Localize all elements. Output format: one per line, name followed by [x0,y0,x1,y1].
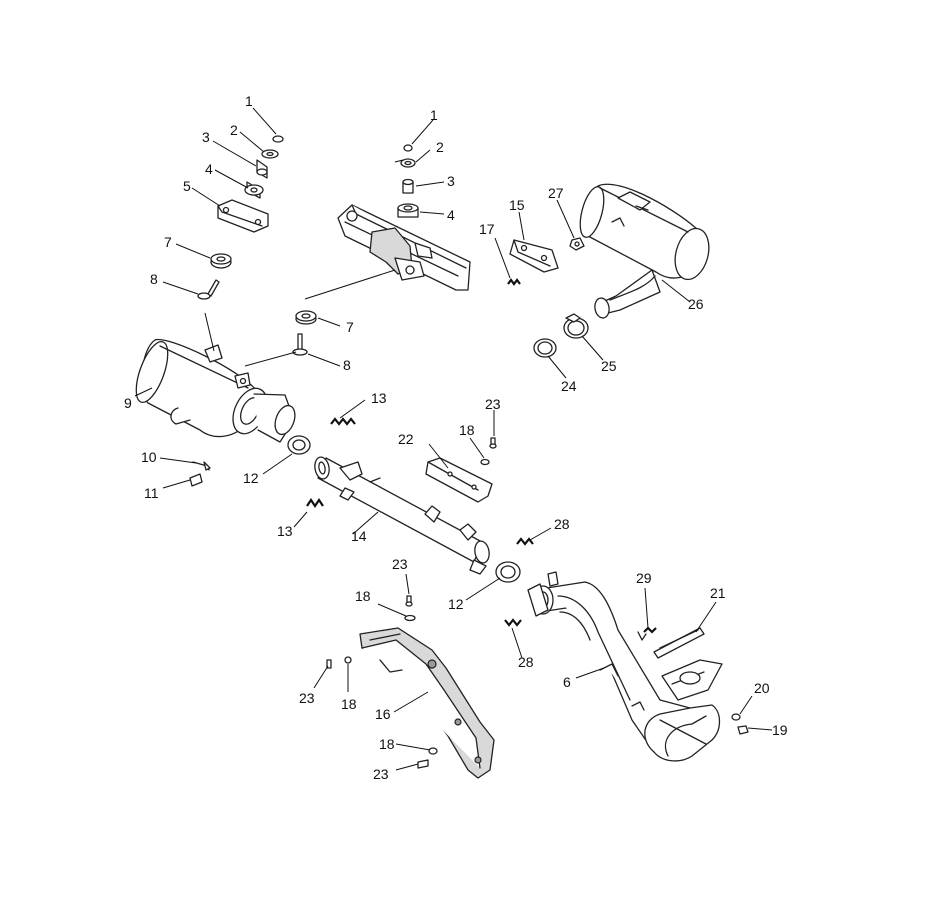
gasket-right [495,561,521,583]
callout-8b: 8 [343,357,351,373]
callout-23a: 23 [485,396,501,412]
callout-25: 25 [601,358,617,374]
callout-7a: 7 [164,234,172,250]
muffler-left [135,312,296,443]
callout-18d: 18 [379,736,395,752]
bracket-15 [509,239,559,273]
callout-23c: 23 [299,690,315,706]
callout-12a: 12 [243,470,259,486]
callout-16: 16 [375,706,391,722]
callout-19: 19 [772,722,788,738]
callout-5: 5 [183,178,191,194]
callout-9: 9 [124,395,132,411]
nut-27 [569,237,585,251]
callout-21: 21 [710,585,726,601]
callout-13a: 13 [371,390,387,406]
heat-shield-16 [359,627,495,779]
callout-27: 27 [548,185,564,201]
callout-4b: 4 [447,207,455,223]
nut-washer-19-20 [731,713,749,735]
callout-4a: 4 [205,161,213,177]
mid-pipe [314,456,490,575]
springs-13 [306,417,356,508]
callout-3a: 3 [202,129,210,145]
callout-13b: 13 [277,523,293,539]
leader-lines [134,107,773,771]
fasteners-center [480,437,497,466]
callout-26: 26 [688,296,704,312]
frame-section [304,204,471,300]
hardware-stack-center [397,144,419,218]
callout-28a: 28 [554,516,570,532]
grommet-and-bolt-center [244,310,317,367]
fasteners-left-lower [326,595,438,769]
callout-23d: 23 [373,766,389,782]
spring-bracket-left [189,461,211,487]
callout-8a: 8 [150,271,158,287]
callout-2b: 2 [436,139,444,155]
gasket-left [287,435,311,455]
callout-12b: 12 [448,596,464,612]
callout-labels: 1 2 3 4 5 7 8 9 10 11 12 13 13 14 1 2 3 … [124,93,788,782]
callout-23b: 23 [392,556,408,572]
callout-28b: 28 [518,654,534,670]
callout-2a: 2 [230,122,238,138]
callout-18a: 18 [459,422,475,438]
head-pipe [527,571,723,762]
hardware-stack-left [197,135,284,300]
exhaust-gasket-21 [653,627,705,659]
callout-6: 6 [563,674,571,690]
spring-17 [507,278,521,286]
springs-28 [504,537,534,627]
callout-22: 22 [398,431,414,447]
callout-7b: 7 [346,319,354,335]
callout-20: 20 [754,680,770,696]
callout-10: 10 [141,449,157,465]
callout-1b: 1 [430,107,438,123]
callout-15: 15 [509,197,525,213]
callout-14: 14 [351,528,367,544]
callout-3b: 3 [447,173,455,189]
callout-29: 29 [636,570,652,586]
muffler-right [579,183,710,319]
callout-11: 11 [144,485,159,501]
callout-18c: 18 [341,696,357,712]
callout-17: 17 [479,221,495,237]
callout-24: 24 [561,378,577,394]
callout-18b: 18 [355,588,371,604]
spring-29 [637,626,657,641]
callout-1a: 1 [245,93,253,109]
clamp-and-gasket [533,313,589,358]
